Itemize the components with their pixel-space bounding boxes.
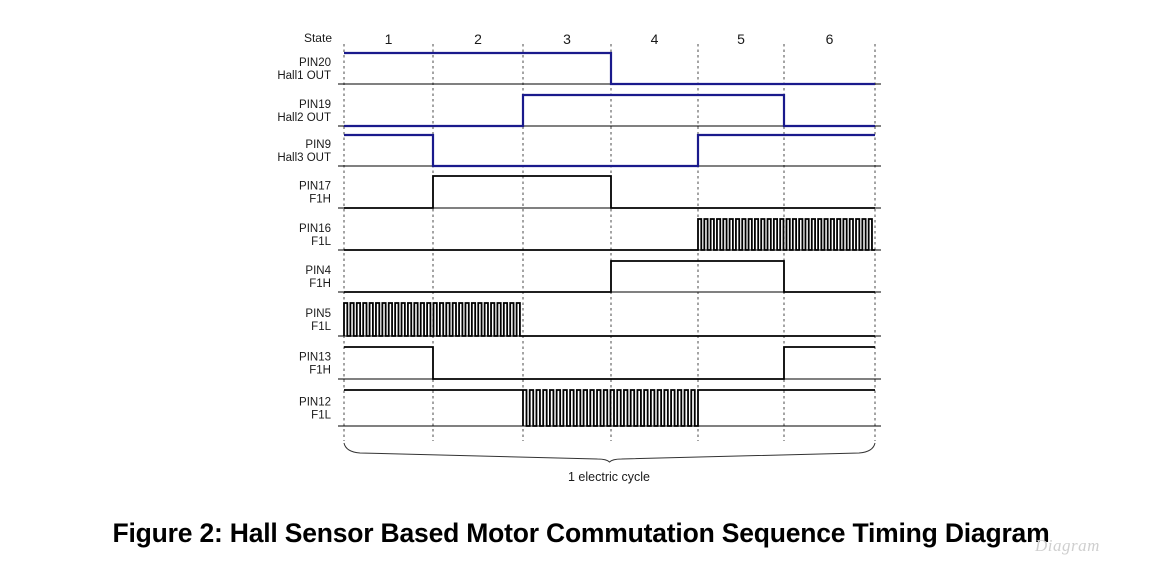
state-number-5: 5 bbox=[737, 31, 745, 47]
row-label-pin-PIN16: PIN16 bbox=[299, 223, 331, 235]
waveform-PIN17 bbox=[344, 175, 875, 209]
row-label-signal-PIN5: F1L bbox=[311, 321, 331, 333]
row-label-pin-PIN20: PIN20 bbox=[299, 57, 331, 69]
electric-cycle-bracket-group: 1 electric cycle bbox=[343, 442, 876, 484]
waveform-PIN13 bbox=[344, 346, 875, 380]
cycle-label: 1 electric cycle bbox=[568, 470, 650, 484]
row-label-signal-PIN16: F1L bbox=[311, 236, 331, 248]
waveform-PIN16 bbox=[344, 218, 875, 251]
state-number-2: 2 bbox=[474, 31, 482, 47]
waveform-PIN5 bbox=[343, 302, 875, 337]
row-label-pin-PIN4: PIN4 bbox=[305, 265, 331, 277]
row-label-pin-PIN12: PIN12 bbox=[299, 397, 331, 409]
row-label-pin-PIN19: PIN19 bbox=[299, 99, 331, 111]
waveform-traces bbox=[343, 51, 875, 427]
state-number-1: 1 bbox=[385, 31, 393, 47]
row-label-signal-PIN9: Hall3 OUT bbox=[277, 152, 331, 164]
row-label-signal-PIN20: Hall1 OUT bbox=[277, 70, 331, 82]
row-label-signal-PIN13: F1H bbox=[309, 365, 331, 377]
waveform-PIN20 bbox=[344, 51, 875, 86]
state-header-group: State bbox=[304, 31, 332, 45]
row-label-signal-PIN12: F1L bbox=[311, 410, 331, 422]
state-numbers: 1 2 3 4 5 6 bbox=[385, 31, 834, 47]
cycle-brace bbox=[343, 442, 876, 463]
row-label-pin-PIN5: PIN5 bbox=[305, 308, 331, 320]
figure-caption: Figure 2: Hall Sensor Based Motor Commut… bbox=[112, 518, 1050, 548]
row-label-signal-PIN4: F1H bbox=[309, 278, 331, 290]
waveform-PIN9 bbox=[344, 133, 875, 168]
row-label-pin-PIN9: PIN9 bbox=[305, 139, 331, 151]
state-header-label: State bbox=[304, 31, 332, 45]
row-label-pin-PIN13: PIN13 bbox=[299, 352, 331, 364]
waveform-PIN12 bbox=[344, 389, 875, 427]
row-label-pin-PIN17: PIN17 bbox=[299, 181, 331, 193]
waveform-PIN4 bbox=[344, 260, 875, 293]
state-number-3: 3 bbox=[563, 31, 571, 47]
state-number-4: 4 bbox=[651, 31, 659, 47]
row-label-signal-PIN17: F1H bbox=[309, 194, 331, 206]
waveform-PIN19 bbox=[344, 93, 875, 128]
row-label-signal-PIN19: Hall2 OUT bbox=[277, 112, 331, 124]
state-number-6: 6 bbox=[826, 31, 834, 47]
